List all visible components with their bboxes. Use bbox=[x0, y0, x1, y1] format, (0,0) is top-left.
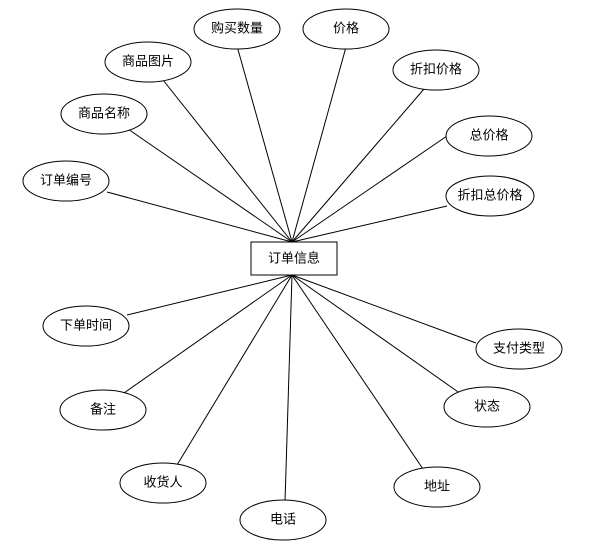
edge-order-number bbox=[106, 191, 293, 243]
attribute-ellipse bbox=[193, 8, 281, 50]
attribute-discount-price: 折扣价格 bbox=[392, 49, 480, 91]
attribute-consignee: 收货人 bbox=[119, 462, 207, 504]
attribute-label: 备注 bbox=[90, 402, 116, 418]
attribute-phone: 电话 bbox=[239, 499, 327, 541]
attribute-order-time: 下单时间 bbox=[42, 305, 130, 347]
edge-discount-total-price bbox=[291, 205, 448, 243]
edge-order-time bbox=[126, 274, 293, 316]
edge-phone bbox=[284, 274, 293, 503]
edge-address bbox=[291, 274, 424, 470]
attribute-label: 订单编号 bbox=[40, 174, 92, 189]
edge-status bbox=[291, 274, 462, 395]
edge-purchase-quantity bbox=[236, 45, 293, 243]
attribute-ellipse bbox=[59, 389, 147, 431]
attribute-label: 收货人 bbox=[143, 475, 182, 491]
attribute-purchase-quantity: 购买数量 bbox=[193, 8, 281, 50]
edge-payment-type bbox=[291, 274, 477, 344]
attribute-ellipse bbox=[22, 160, 110, 202]
attribute-address: 地址 bbox=[393, 466, 481, 508]
edge-remark bbox=[123, 274, 293, 394]
attribute-label: 状态 bbox=[474, 400, 500, 415]
attribute-ellipse bbox=[42, 305, 130, 347]
attribute-label: 商品名称 bbox=[78, 106, 130, 122]
attribute-label: 折扣总价格 bbox=[457, 188, 522, 204]
edge-product-name bbox=[127, 128, 293, 243]
attribute-label: 支付类型 bbox=[493, 342, 545, 357]
entity-box bbox=[250, 241, 338, 276]
attribute-ellipse bbox=[475, 328, 563, 370]
attribute-status: 状态 bbox=[443, 386, 531, 428]
attribute-ellipse bbox=[393, 466, 481, 508]
attribute-label: 地址 bbox=[424, 480, 450, 495]
attribute-product-image: 商品图片 bbox=[104, 41, 192, 83]
attribute-ellipse bbox=[119, 462, 207, 504]
attribute-discount-total-price: 折扣总价格 bbox=[445, 175, 535, 217]
attribute-ellipse bbox=[302, 8, 390, 50]
attribute-ellipse bbox=[60, 93, 148, 135]
attribute-label: 购买数量 bbox=[211, 21, 263, 37]
attribute-price: 价格 bbox=[302, 8, 390, 50]
attribute-ellipse bbox=[443, 386, 531, 428]
attribute-ellipse bbox=[392, 49, 480, 91]
attribute-total-price: 总价格 bbox=[445, 115, 533, 157]
entity-order-info: 订单信息 bbox=[250, 241, 338, 276]
edge-product-image bbox=[162, 79, 293, 243]
attribute-label: 总价格 bbox=[469, 128, 508, 144]
entity-label: 订单信息 bbox=[268, 251, 320, 267]
attribute-ellipse bbox=[239, 499, 327, 541]
edge-price bbox=[291, 46, 347, 243]
edge-total-price bbox=[291, 135, 448, 243]
attribute-ellipse bbox=[445, 175, 535, 217]
attribute-product-name: 商品名称 bbox=[60, 93, 148, 135]
attribute-label: 折扣价格 bbox=[410, 62, 462, 78]
attribute-label: 电话 bbox=[270, 513, 296, 528]
edge-consignee bbox=[176, 274, 293, 466]
edge-discount-price bbox=[291, 88, 425, 243]
attribute-label: 价格 bbox=[333, 21, 359, 37]
attribute-label: 商品图片 bbox=[122, 55, 174, 70]
attribute-ellipse bbox=[445, 115, 533, 157]
connection-lines bbox=[106, 45, 477, 503]
attribute-remark: 备注 bbox=[59, 389, 147, 431]
attribute-payment-type: 支付类型 bbox=[475, 328, 563, 370]
attribute-label: 下单时间 bbox=[60, 319, 112, 334]
attribute-order-number: 订单编号 bbox=[22, 160, 110, 202]
attribute-ellipses: 购买数量 价格 商品图片 折扣价格 商品名称 总价格 订单编号 bbox=[22, 8, 563, 541]
attribute-ellipse bbox=[104, 41, 192, 83]
